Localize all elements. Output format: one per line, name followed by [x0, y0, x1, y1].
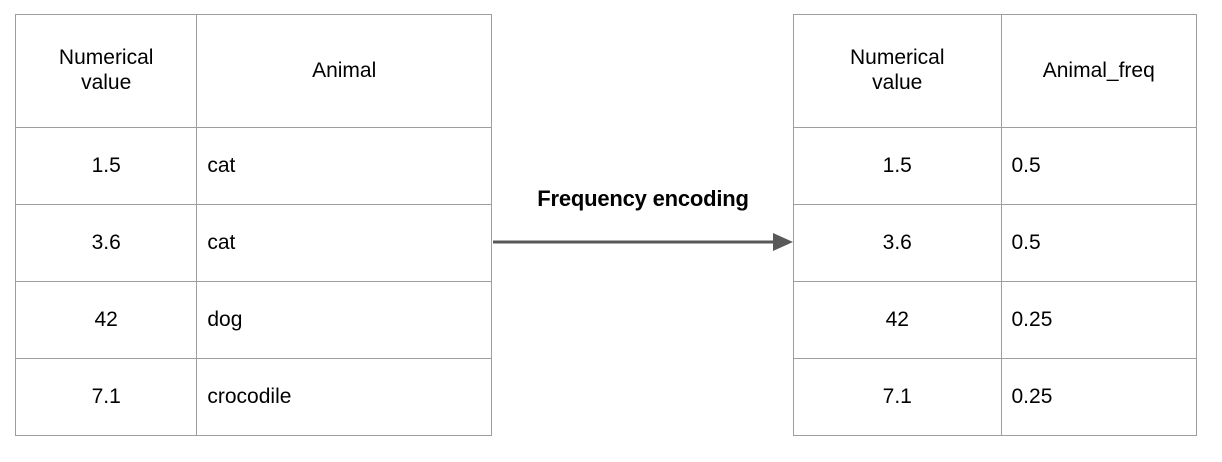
table-header-row: Numerical value Animal_freq: [793, 14, 1197, 128]
source-cell-numerical-value: 42: [14, 281, 198, 359]
encoded-header-animal-freq: Animal_freq: [1000, 14, 1197, 128]
table-row: 7.1 crocodile: [14, 358, 492, 436]
encoded-header-numerical-value-line1: Numerical: [849, 46, 945, 70]
transformation-arrow-group: Frequency encoding: [492, 186, 794, 266]
source-cell-numerical-value: 1.5: [14, 127, 198, 205]
encoded-cell-animal-freq: 0.5: [1000, 204, 1197, 282]
arrow-label: Frequency encoding: [537, 186, 749, 211]
encoded-cell-animal-freq: 0.25: [1000, 358, 1197, 436]
table-header-row: Numerical value Animal: [14, 14, 492, 128]
encoded-cell-numerical-value: 3.6: [793, 204, 1002, 282]
table-row: 7.1 0.25: [793, 358, 1197, 436]
encoded-cell-numerical-value: 42: [793, 281, 1002, 359]
source-table: Numerical value Animal 1.5 cat 3.6 cat 4…: [14, 14, 492, 436]
encoded-cell-numerical-value: 7.1: [793, 358, 1002, 436]
table-row: 1.5 cat: [14, 127, 492, 205]
source-cell-animal: crocodile: [196, 358, 492, 436]
source-cell-numerical-value: 3.6: [14, 204, 198, 282]
arrow-right-icon: [493, 233, 793, 251]
encoded-cell-numerical-value: 1.5: [793, 127, 1002, 205]
encoded-header-numerical-value: Numerical value: [793, 14, 1002, 128]
source-header-numerical-value-line1: Numerical: [58, 46, 154, 70]
source-cell-numerical-value: 7.1: [14, 358, 198, 436]
source-cell-animal: dog: [196, 281, 492, 359]
encoded-cell-animal-freq: 0.25: [1000, 281, 1197, 359]
encoded-cell-animal-freq: 0.5: [1000, 127, 1197, 205]
source-header-animal: Animal: [196, 14, 492, 128]
table-row: 42 0.25: [793, 281, 1197, 359]
source-header-numerical-value: Numerical value: [14, 14, 198, 128]
source-header-numerical-value-line2: value: [81, 71, 132, 94]
encoded-table: Numerical value Animal_freq 1.5 0.5 3.6 …: [793, 14, 1197, 436]
source-cell-animal: cat: [196, 204, 492, 282]
source-cell-animal: cat: [196, 127, 492, 205]
table-row: 3.6 0.5: [793, 204, 1197, 282]
table-row: 3.6 cat: [14, 204, 492, 282]
table-row: 1.5 0.5: [793, 127, 1197, 205]
table-row: 42 dog: [14, 281, 492, 359]
encoded-header-numerical-value-line2: value: [872, 71, 923, 94]
